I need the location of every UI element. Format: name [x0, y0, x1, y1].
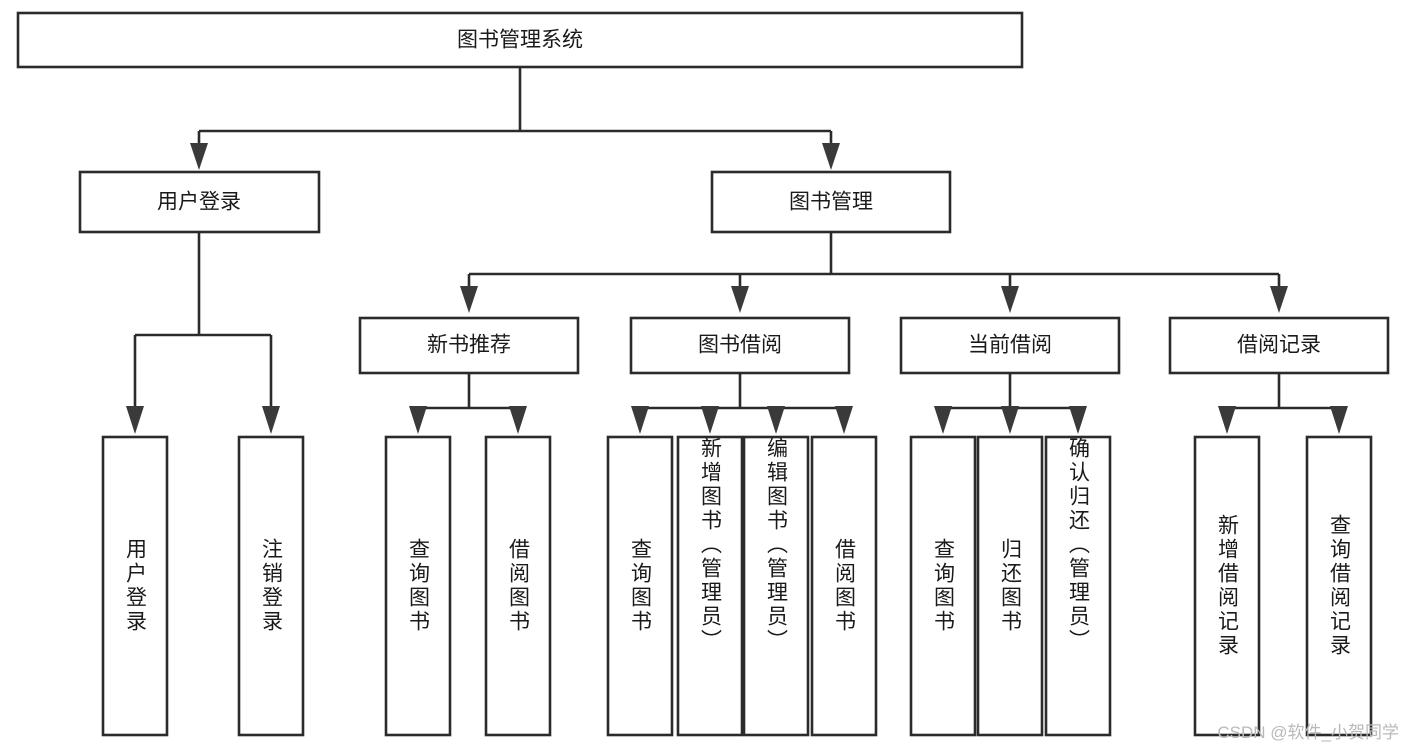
- node-new-book-rec-box[interactable]: [358, 316, 580, 375]
- leaf-group-new-book-rec: [384, 435, 552, 737]
- arrow-head-leaf-borrow-record-0: [1218, 406, 1236, 434]
- leaf-group-user-login: [101, 435, 305, 737]
- leaf-box-book-borrow-0[interactable]: [606, 435, 674, 737]
- node-root-box[interactable]: [16, 11, 1024, 69]
- connector-group-borrow-record-leaves: [1218, 373, 1348, 434]
- leaf-box-current-borrow-1[interactable]: [976, 435, 1044, 737]
- arrow-head-current-borrow: [1001, 286, 1019, 313]
- watermark-text: CSDN @软件_小贺同学: [1217, 723, 1399, 742]
- arrow-head-leaf-new-book-rec-1: [509, 406, 527, 434]
- arrow-head-new-book-rec: [460, 286, 478, 313]
- node-book-manage-label: 图书管理: [789, 191, 873, 214]
- leaf-box-book-borrow-2[interactable]: [742, 435, 810, 737]
- connector-group-new-book-rec-leaves: [409, 373, 527, 434]
- node-user-login-box[interactable]: [78, 170, 321, 234]
- leaf-box-new-book-rec-1[interactable]: [484, 435, 552, 737]
- arrow-head-borrow-record: [1270, 286, 1288, 313]
- leaf-box-current-borrow-2[interactable]: [1044, 435, 1112, 737]
- node-book-manage-box[interactable]: [710, 170, 952, 234]
- node-current-borrow-box[interactable]: [899, 316, 1121, 375]
- leaf-box-new-book-rec-0[interactable]: [384, 435, 452, 737]
- node-root-label: 图书管理系统: [457, 29, 583, 52]
- arrow-head-leaf-current-borrow-2: [1069, 406, 1087, 434]
- leaf-box-book-borrow-3[interactable]: [810, 435, 878, 737]
- arrow-head-leaf-book-borrow-3: [835, 406, 853, 434]
- arrow-head-leaf-book-borrow-2: [767, 406, 785, 434]
- node-new-book-rec[interactable]: 新书推荐: [358, 316, 580, 375]
- node-borrow-record-label: 借阅记录: [1237, 334, 1321, 357]
- connector-group-user-login-leaves: [126, 232, 280, 434]
- leaf-box-current-borrow-0[interactable]: [909, 435, 977, 737]
- node-current-borrow[interactable]: 当前借阅: [899, 316, 1121, 375]
- leaf-group-current-borrow: [909, 435, 1112, 737]
- leaf-box-borrow-record-1[interactable]: [1305, 435, 1373, 737]
- node-root[interactable]: 图书管理系统: [16, 11, 1024, 69]
- arrow-head-leaf-book-borrow-0: [631, 406, 649, 434]
- arrow-head-leaf-borrow-record-1: [1330, 406, 1348, 434]
- node-borrow-record-box[interactable]: [1168, 316, 1390, 375]
- node-book-borrow-label: 图书借阅: [698, 334, 782, 357]
- arrow-head-book-manage: [822, 143, 840, 170]
- arrow-head-leaf-current-borrow-0: [934, 406, 952, 434]
- connector-group-current-borrow-leaves: [934, 373, 1087, 434]
- arrow-head-leaf-current-borrow-1: [1001, 406, 1019, 434]
- leaf-box-user-login-1[interactable]: [237, 435, 305, 737]
- leaf-box-user-login-0[interactable]: [101, 435, 169, 737]
- node-user-login[interactable]: 用户登录: [78, 170, 321, 234]
- leaf-box-borrow-record-0[interactable]: [1193, 435, 1261, 737]
- arrow-head-book-borrow: [731, 286, 749, 313]
- connector-group-book-manage: [460, 232, 1288, 313]
- node-book-borrow-box[interactable]: [629, 316, 851, 375]
- node-new-book-rec-label: 新书推荐: [427, 334, 511, 357]
- arrow-head-leaf-book-borrow-1: [701, 406, 719, 434]
- node-user-login-label: 用户登录: [157, 191, 241, 214]
- connector-group-book-borrow-leaves: [631, 373, 853, 434]
- arrow-head-leaf-user-login-1: [262, 406, 280, 434]
- arrow-head-user-login: [190, 143, 208, 170]
- leaf-group-book-borrow: [606, 435, 878, 737]
- leaf-box-book-borrow-1[interactable]: [676, 435, 744, 737]
- node-borrow-record[interactable]: 借阅记录: [1168, 316, 1390, 375]
- arrow-head-leaf-user-login-0: [126, 406, 144, 434]
- leaf-group-borrow-record: [1193, 435, 1373, 737]
- node-book-manage[interactable]: 图书管理: [710, 170, 952, 234]
- node-book-borrow[interactable]: 图书借阅: [629, 316, 851, 375]
- arrow-head-leaf-new-book-rec-0: [409, 406, 427, 434]
- node-current-borrow-label: 当前借阅: [968, 334, 1052, 357]
- connector-group-root: [190, 67, 840, 170]
